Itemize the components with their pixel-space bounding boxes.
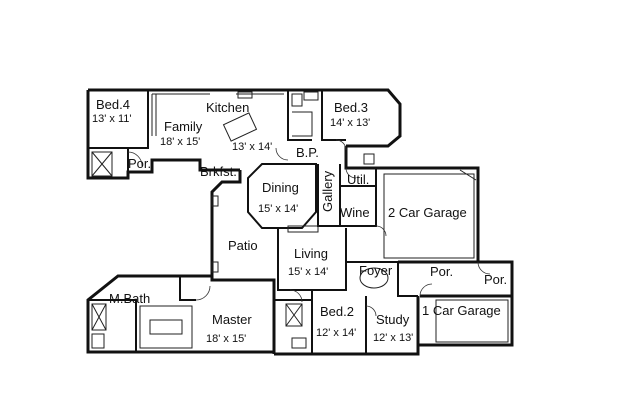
master-tub: [139, 305, 193, 349]
kitchen-island: [222, 112, 258, 142]
room-dining-dim: 15' x 14': [258, 203, 298, 215]
room-por-front-name: Por.: [430, 264, 453, 279]
room-kitchen-dim: 13' x 14': [232, 141, 272, 153]
interior-walls: [88, 90, 418, 354]
room-living-dim: 15' x 14': [288, 266, 328, 278]
room-gallery-name: Gallery: [320, 170, 335, 212]
room-family-name: Family: [164, 119, 203, 134]
room-bed3-name: Bed.3: [334, 100, 368, 115]
room-mbath-name: M.Bath: [109, 291, 150, 306]
room-por-nw-name: Por.: [128, 156, 151, 171]
exterior-walls: [86, 88, 514, 356]
room-garage2-name: 2 Car Garage: [388, 205, 467, 220]
room-bp-name: B.P.: [296, 145, 319, 160]
room-living-name: Living: [294, 246, 328, 261]
garage1-parking: [435, 299, 509, 343]
room-util-name: Util.: [347, 172, 369, 187]
room-bed3-dim: 14' x 13': [330, 117, 370, 129]
room-master-name: Master: [212, 312, 252, 327]
room-wine-name: Wine: [340, 205, 370, 220]
room-study-name: Study: [376, 312, 410, 327]
room-bed4-dim: 13' x 11': [92, 113, 131, 125]
room-brkfst-name: Brkfst.: [200, 164, 237, 179]
foyer-rotunda: [359, 267, 389, 289]
room-kitchen-name: Kitchen: [206, 100, 249, 115]
room-family-dim: 18' x 15': [160, 136, 200, 148]
room-foyer-name: Foyer: [359, 263, 393, 278]
room-dining-name: Dining: [262, 180, 299, 195]
fixtures: [91, 91, 509, 349]
room-bed4-name: Bed.4: [96, 97, 130, 112]
garage2-parking: [383, 173, 475, 259]
room-bed2-name: Bed.2: [320, 304, 354, 319]
bath-bed4: [91, 151, 113, 177]
room-patio-name: Patio: [228, 238, 258, 253]
room-por-east-name: Por.: [484, 272, 507, 287]
door-swings: [127, 139, 491, 317]
room-master-dim: 18' x 15': [206, 333, 246, 345]
room-labels: Bed.4 13' x 11' Family 18' x 15' Kitchen…: [92, 97, 507, 345]
room-bed2-dim: 12' x 14': [316, 327, 356, 339]
room-study-dim: 12' x 13': [373, 332, 413, 344]
room-garage1-name: 1 Car Garage: [422, 303, 501, 318]
